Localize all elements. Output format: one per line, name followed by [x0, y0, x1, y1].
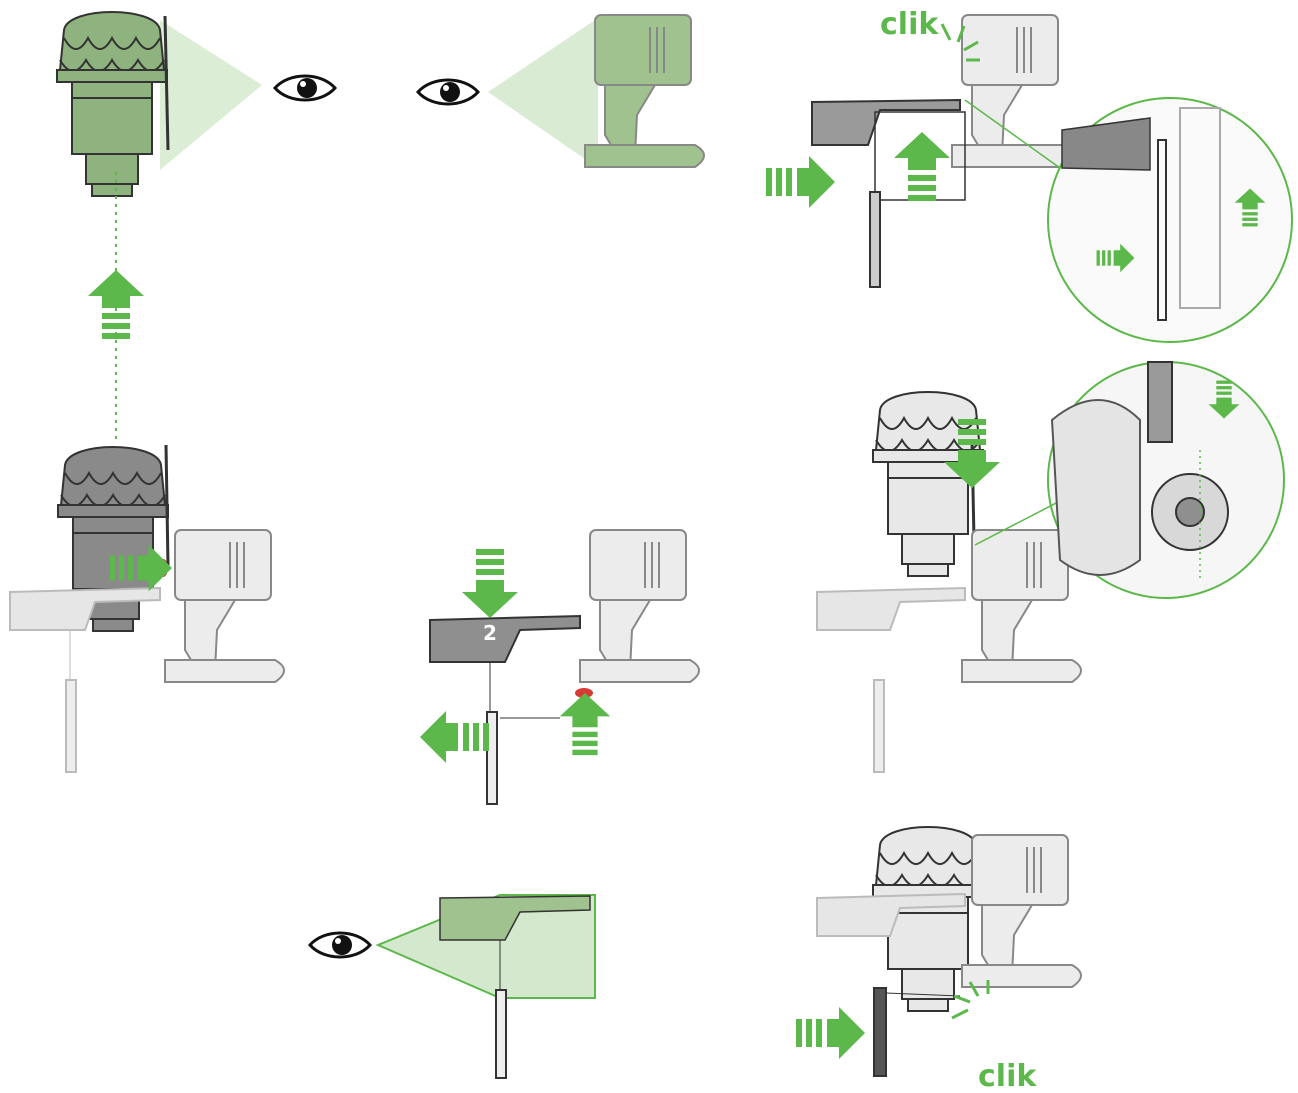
panel-release-cyclone — [9, 444, 285, 773]
arrow-up-icon — [88, 270, 144, 339]
release-button — [575, 688, 593, 698]
panel-close-lid: clik — [796, 826, 1082, 1093]
step-number: 2 — [483, 621, 497, 645]
motor-body — [961, 834, 1082, 988]
arrow-left-icon — [420, 711, 489, 763]
eye-icon — [308, 931, 372, 959]
motor-body — [579, 529, 700, 683]
motor-body — [951, 14, 1072, 168]
eye-icon — [273, 74, 337, 102]
panel-bin-attach: clik — [766, 7, 1293, 343]
click-label: clik — [880, 7, 939, 42]
arrow-up-icon — [894, 132, 950, 201]
panel-bin-inspect — [308, 894, 596, 1079]
arrow-up-icon — [559, 693, 611, 756]
panel-cyclone-inspect — [56, 11, 337, 197]
motor-highlighted — [584, 14, 705, 168]
cyclone-highlighted — [56, 11, 168, 197]
eye-icon — [416, 78, 480, 106]
click-label: clik — [978, 1059, 1037, 1093]
panel-remove-bin: 2 — [420, 529, 700, 805]
panel-motor-inspect — [416, 14, 705, 168]
motor-body — [164, 529, 285, 683]
arrow-down-icon — [462, 549, 518, 618]
arrow-right-icon — [796, 1007, 865, 1059]
panel-insert-cyclone — [816, 361, 1285, 773]
arrow-right-icon — [766, 156, 835, 208]
